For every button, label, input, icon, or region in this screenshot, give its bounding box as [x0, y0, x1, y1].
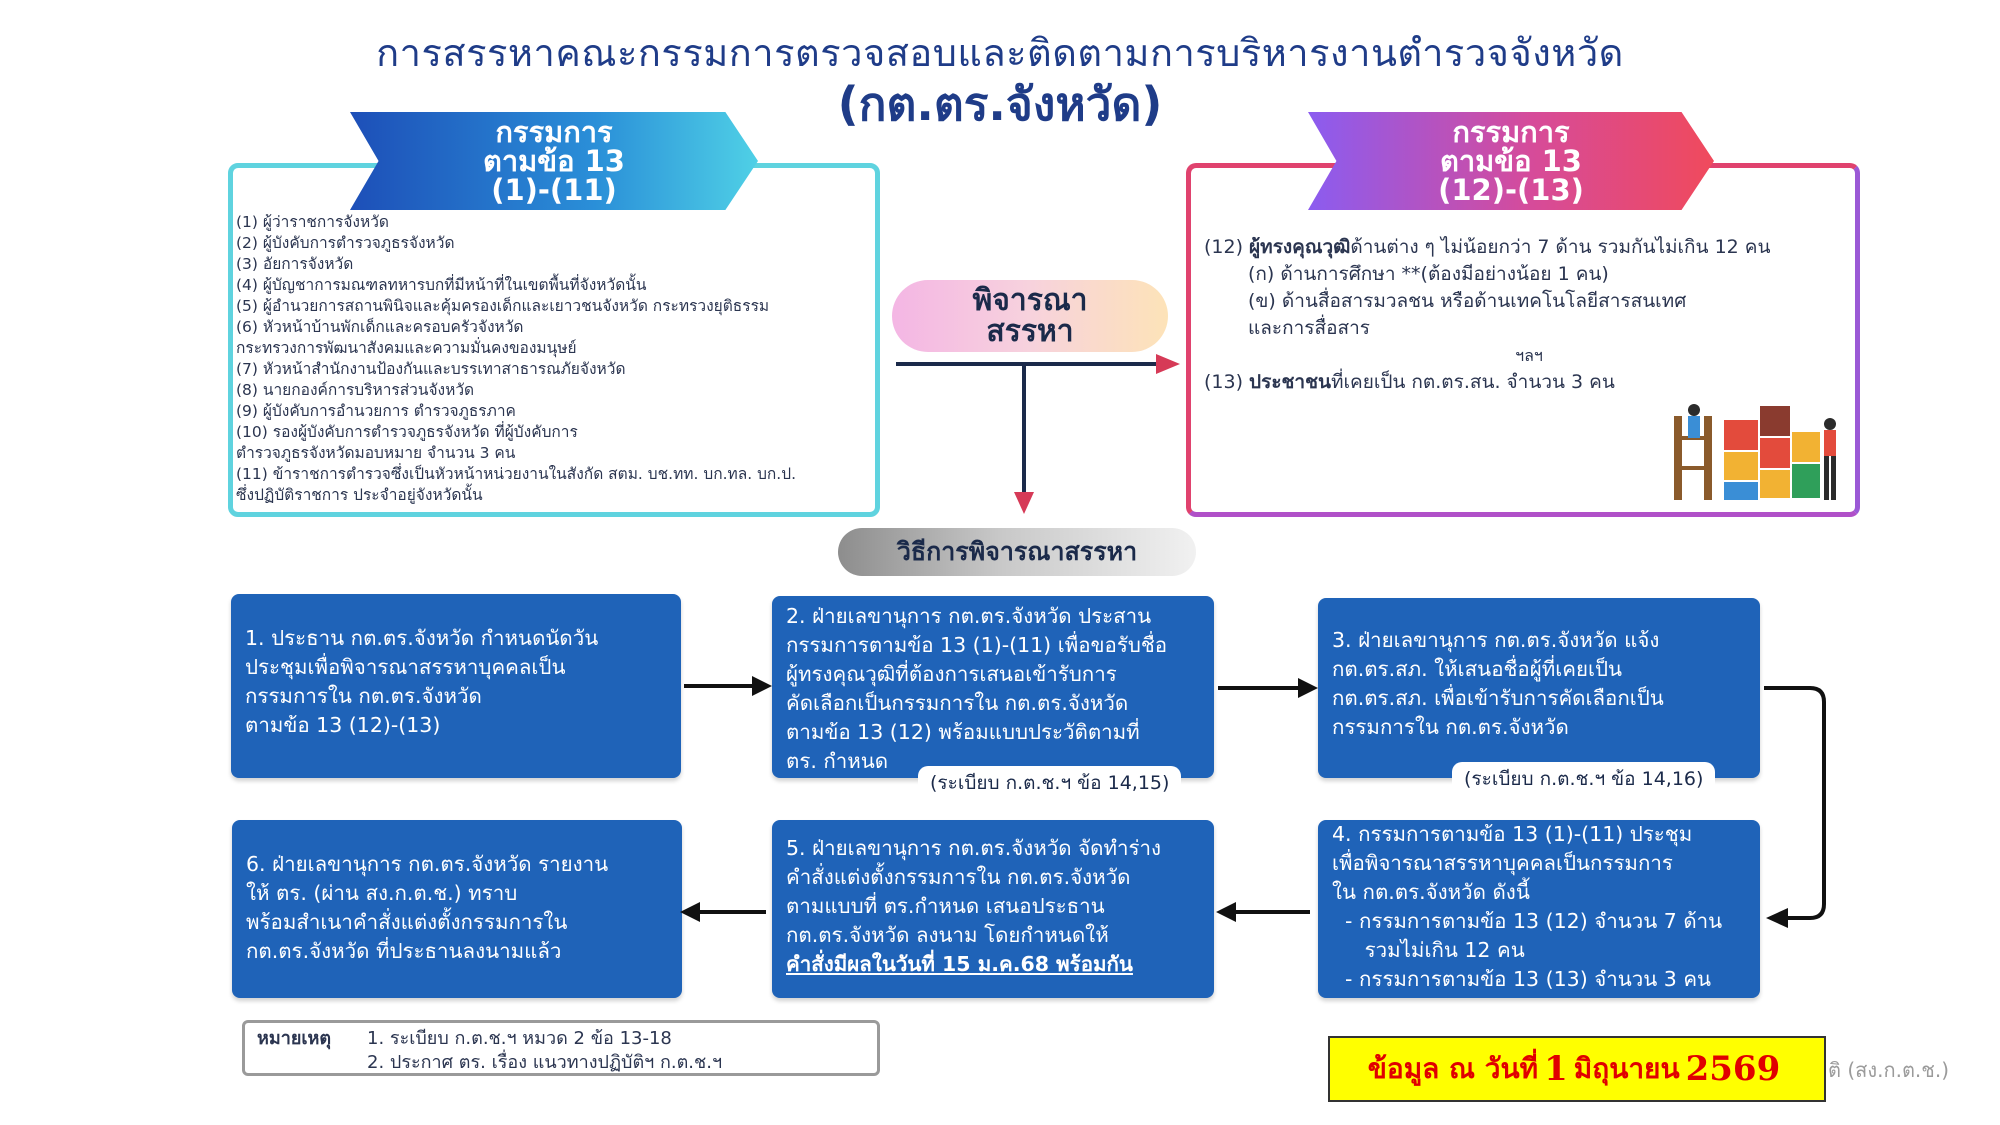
step-text: ตร. กำหนด	[786, 749, 889, 773]
consider-selection-pill: พิจารณา สรรหา	[892, 280, 1168, 352]
list-item: (8) นายกองค์การบริหารส่วนจังหวัด	[236, 381, 475, 399]
arrow-right-red-icon	[1156, 354, 1180, 374]
list-item: กระทรวงการพัฒนาสังคมและความมั่นคงของมนุษ…	[236, 339, 577, 357]
step-2-regulation-tag: (ระเบียบ ก.ต.ช.ฯ ข้อ 14,15)	[918, 766, 1182, 800]
list-item: (11) ข้าราชการตำรวจซึ่งเป็นหัวหน้าหน่วยง…	[236, 465, 796, 483]
arrowhead-icon	[1298, 678, 1318, 698]
list-etc: ฯลฯ	[1515, 346, 1543, 365]
right-members-list: (12) ผู้ทรงคุณวุฒิด้านต่าง ๆ ไม่น้อยกว่า…	[1204, 234, 1854, 396]
step-5-box: 5. ฝ่ายเลขานุการ กต.ตร.จังหวัด จัดทำร่าง…	[772, 820, 1214, 998]
step-text: ตามข้อ 13 (12)-(13)	[245, 713, 441, 737]
step-text: กต.ตร.จังหวัด ลงนาม โดยกำหนดให้	[786, 923, 1109, 947]
step-5-effective-date: คำสั่งมีผลในวันที่ 15 ม.ค.68 พร้อมกัน	[786, 952, 1133, 976]
list-item: (2) ผู้บังคับการตำรวจภูธรจังหวัด	[236, 234, 455, 252]
left-members-list: (1) ผู้ว่าราชการจังหวัด (2) ผู้บังคับการ…	[236, 212, 866, 506]
left-ribbon-line3: (1)-(11)	[491, 172, 617, 207]
page-subtitle: (กต.ตร.จังหวัด)	[837, 77, 1163, 131]
selection-method-pill: วิธีการพิจารณาสรรหา	[838, 528, 1196, 576]
consider-line2: สรรหา	[986, 314, 1074, 349]
left-ribbon-line2: ตามข้อ 13	[483, 143, 625, 178]
puzzle-teamwork-icon	[1674, 404, 1836, 500]
step-text: ใน กต.ตร.จังหวัด ดังนี้	[1332, 880, 1530, 904]
list-item: (10) รองผู้บังคับการตำรวจภูธรจังหวัด ที่…	[236, 423, 578, 441]
list-item-12: (12) ผู้ทรงคุณวุฒิด้านต่าง ๆ ไม่น้อยกว่า…	[1204, 236, 1771, 258]
faded-footer-text: ติ (สง.ก.ต.ช.)	[1828, 1058, 1950, 1082]
list-item: (3) อัยการจังหวัด	[236, 255, 354, 273]
step-text: 4. กรรมการตามข้อ 13 (1)-(11) ประชุม	[1332, 822, 1693, 846]
step-text: กต.ตร.จังหวัด ที่ประธานลงนามแล้ว	[246, 939, 562, 963]
step-text: ตามแบบที่ ตร.กำหนด เสนอประธาน	[786, 894, 1105, 918]
list-item: ซึ่งปฏิบัติราชการ ประจำอยู่จังหวัดนั้น	[236, 486, 483, 504]
remarks-line-2: 2. ประกาศ ตร. เรื่อง แนวทางปฏิบัติฯ ก.ต.…	[367, 1052, 723, 1073]
list-item-12b-cont: และการสื่อสาร	[1248, 317, 1370, 339]
step-text: กรรมการใน กต.ตร.จังหวัด	[1332, 715, 1569, 739]
step-text: 6. ฝ่ายเลขานุการ กต.ตร.จังหวัด รายงาน	[246, 852, 609, 876]
right-ribbon-line1: กรรมการ	[1452, 114, 1570, 149]
left-ribbon-line1: กรรมการ	[495, 114, 613, 149]
right-ribbon: กรรมการ ตามข้อ 13 (12)-(13)	[1308, 112, 1714, 210]
right-ribbon-line3: (12)-(13)	[1438, 172, 1584, 207]
list-item-12a: (ก) ด้านการศึกษา **(ต้องมีอย่างน้อย 1 คน…	[1248, 263, 1609, 285]
step-text: เพื่อพิจารณาสรรหาบุคคลเป็นกรรมการ	[1332, 851, 1673, 875]
arrow-3-to-4	[1764, 686, 1826, 920]
date-month: มิถุนายน	[1573, 1052, 1680, 1085]
step-text: ผู้ทรงคุณวุฒิที่ต้องการเสนอเข้ารับการ	[786, 662, 1117, 686]
step-text: ประชุมเพื่อพิจารณาสรรหาบุคคลเป็น	[245, 655, 566, 679]
step-text: 1. ประธาน กต.ตร.จังหวัด กำหนดนัดวัน	[245, 626, 599, 650]
step-text: ตามข้อ 13 (12) พร้อมแบบประวัติตามที่	[786, 720, 1140, 744]
step-text: 2. ฝ่ายเลขานุการ กต.ตร.จังหวัด ประสาน	[786, 604, 1152, 628]
arrowhead-icon	[680, 902, 700, 922]
step-3-regulation-tag: (ระเบียบ ก.ต.ช.ฯ ข้อ 14,16)	[1452, 762, 1716, 796]
step-text: กต.ตร.สภ. ให้เสนอชื่อผู้ที่เคยเป็น	[1332, 657, 1623, 681]
arrowhead-icon	[1216, 902, 1236, 922]
remarks-row-1: หมายเหตุ 1. ระเบียบ ก.ต.ช.ฯ หมวด 2 ข้อ 1…	[257, 1027, 865, 1051]
consider-line1: พิจารณา	[972, 283, 1088, 318]
step-6-box: 6. ฝ่ายเลขานุการ กต.ตร.จังหวัด รายงาน ให…	[232, 820, 682, 998]
remarks-box: หมายเหตุ 1. ระเบียบ ก.ต.ช.ฯ หมวด 2 ข้อ 1…	[242, 1020, 880, 1076]
step-text: - กรรมการตามข้อ 13 (12) จำนวน 7 ด้าน	[1332, 909, 1723, 933]
step-text: ให้ ตร. (ผ่าน สง.ก.ต.ช.) ทราบ	[246, 881, 518, 905]
step-text: 5. ฝ่ายเลขานุการ กต.ตร.จังหวัด จัดทำร่าง	[786, 836, 1162, 860]
step-4-box: 4. กรรมการตามข้อ 13 (1)-(11) ประชุม เพื่…	[1318, 820, 1760, 998]
step-text: คัดเลือกเป็นกรรมการใน กต.ตร.จังหวัด	[786, 691, 1129, 715]
remarks-line-1: 1. ระเบียบ ก.ต.ช.ฯ หมวด 2 ข้อ 13-18	[367, 1028, 672, 1049]
step-text: 3. ฝ่ายเลขานุการ กต.ตร.จังหวัด แจ้ง	[1332, 628, 1660, 652]
left-members-panel	[228, 163, 880, 517]
page-title: การสรรหาคณะกรรมการตรวจสอบและติดตามการบริ…	[376, 31, 1624, 75]
step-text: รวมไม่เกิน 12 คน	[1332, 938, 1525, 962]
list-item-13: (13) ประชาชนที่เคยเป็น กต.ตร.สน. จำนวน 3…	[1204, 371, 1615, 393]
list-item: (1) ผู้ว่าราชการจังหวัด	[236, 213, 389, 231]
list-item: (5) ผู้อำนวยการสถานพินิจและคุ้มครองเด็กแ…	[236, 297, 770, 315]
step-text: กต.ตร.สภ. เพื่อเข้ารับการคัดเลือกเป็น	[1332, 686, 1664, 710]
date-prefix: ข้อมูล ณ วันที่	[1367, 1052, 1539, 1085]
step-1-box: 1. ประธาน กต.ตร.จังหวัด กำหนดนัดวัน ประช…	[231, 594, 681, 778]
arrowhead-icon	[1766, 908, 1788, 928]
step-text: พร้อมสำเนาคำสั่งแต่งตั้งกรรมการใน	[246, 910, 568, 934]
step-2-box: 2. ฝ่ายเลขานุการ กต.ตร.จังหวัด ประสาน กร…	[772, 596, 1214, 778]
step-text: คำสั่งแต่งตั้งกรรมการใน กต.ตร.จังหวัด	[786, 865, 1131, 889]
left-ribbon: กรรมการ ตามข้อ 13 (1)-(11)	[350, 112, 758, 210]
list-item: (4) ผู้บัญชาการมณฑลทหารบกที่มีหน้าที่ในเ…	[236, 276, 647, 294]
arrow-down-red-icon	[1014, 492, 1034, 514]
right-ribbon-line2: ตามข้อ 13	[1440, 143, 1582, 178]
step-3-box: 3. ฝ่ายเลขานุการ กต.ตร.จังหวัด แจ้ง กต.ต…	[1318, 598, 1760, 778]
step-text: - กรรมการตามข้อ 13 (13) จำนวน 3 คน	[1332, 967, 1712, 991]
list-item: ตำรวจภูธรจังหวัดมอบหมาย จำนวน 3 คน	[236, 444, 516, 462]
remarks-spacer	[257, 1051, 367, 1075]
step-text: กรรมการใน กต.ตร.จังหวัด	[245, 684, 482, 708]
remarks-label: หมายเหตุ	[257, 1028, 332, 1049]
list-item: (6) หัวหน้าบ้านพักเด็กและครอบครัวจังหวัด	[236, 318, 524, 336]
step-text: กรรมการตามข้อ 13 (1)-(11) เพื่อขอรับชื่อ	[786, 633, 1168, 657]
consider-arrows	[896, 354, 1180, 514]
data-date-badge: ข้อมูล ณ วันที่ 1 มิถุนายน 2569	[1328, 1036, 1826, 1102]
list-item: (9) ผู้บังคับการอำนวยการ ตำรวจภูธรภาค	[236, 402, 516, 420]
date-day: 1	[1544, 1049, 1568, 1089]
list-item-12b: (ข) ด้านสื่อสารมวลชน หรือด้านเทคโนโลยีสา…	[1248, 290, 1687, 312]
date-year: 2569	[1685, 1049, 1781, 1089]
arrowhead-icon	[752, 676, 772, 696]
list-item: (7) หัวหน้าสำนักงานป้องกันและบรรเทาสาธาร…	[236, 360, 626, 378]
remarks-row-2: 2. ประกาศ ตร. เรื่อง แนวทางปฏิบัติฯ ก.ต.…	[257, 1051, 865, 1075]
